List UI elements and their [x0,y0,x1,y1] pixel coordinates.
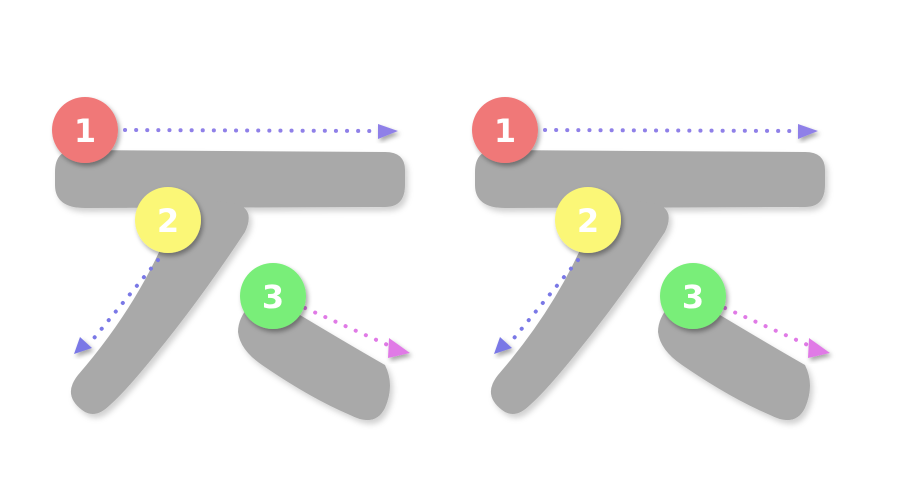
stroke-order-badge-1: 1 [52,97,118,163]
stroke-1-arrow [123,124,398,139]
stroke-1-arrow [543,124,818,139]
svg-text:2: 2 [157,202,179,240]
stroke-panel-1: 1 2 3 [52,97,410,421]
stroke-order-badge-1: 1 [472,97,538,163]
stroke-2-shape [70,201,249,414]
stroke-2-shape [490,201,669,414]
stroke-3-arrow [723,306,830,358]
stroke-1-shape [475,150,825,208]
stroke-order-badge-3: 3 [240,263,306,329]
stroke-order-badge-2: 2 [555,187,621,253]
svg-text:3: 3 [682,278,704,316]
stroke-3-shape [658,303,810,421]
stroke-panel-2: 1 2 3 [472,97,830,421]
stroke-order-badge-3: 3 [660,263,726,329]
stroke-1-shape [55,150,405,208]
character-glyph [55,150,405,421]
stroke-2-arrow [494,258,580,354]
stroke-2-arrow [74,258,160,354]
stroke-3-shape [238,303,390,421]
svg-text:1: 1 [74,112,96,150]
stroke-order-badge-2: 2 [135,187,201,253]
character-glyph [475,150,825,421]
stroke-3-arrow [303,306,410,358]
svg-text:1: 1 [494,112,516,150]
svg-text:3: 3 [262,278,284,316]
svg-text:2: 2 [577,202,599,240]
